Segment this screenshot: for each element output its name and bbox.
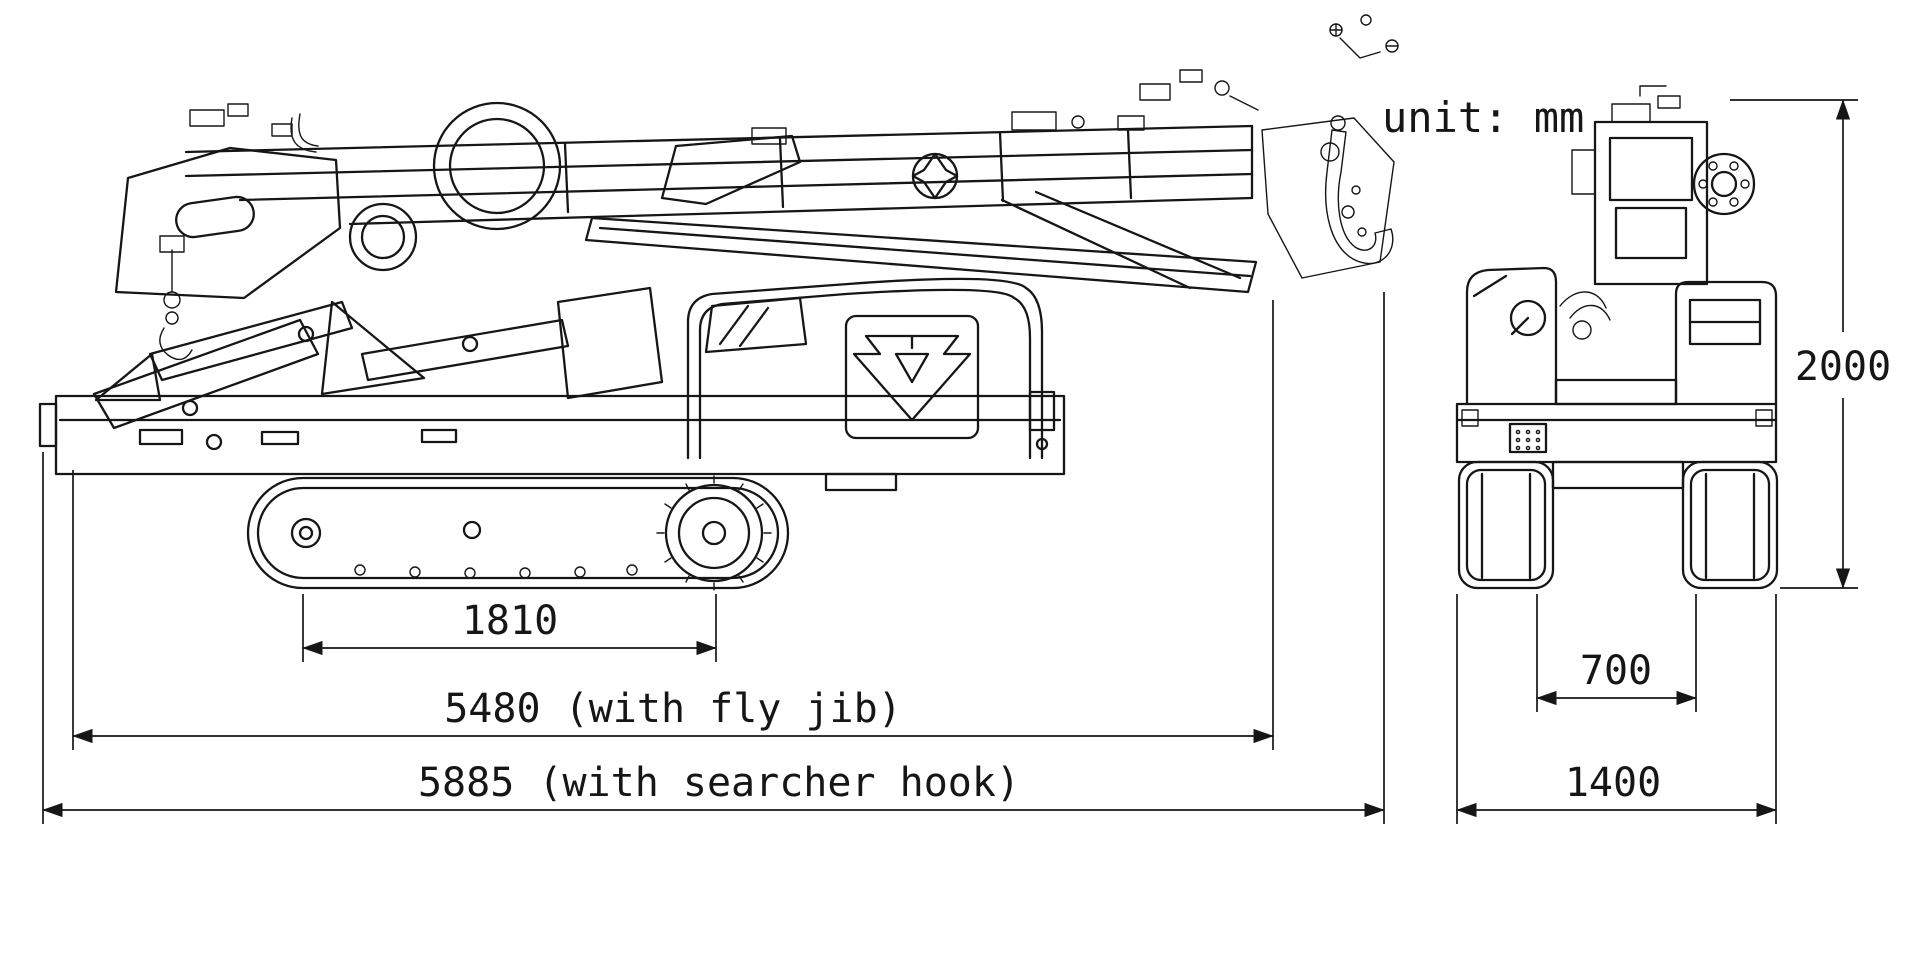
logo-panel xyxy=(844,314,980,440)
side-view-crane xyxy=(38,14,1399,591)
dim-label-length-fly-jib: 5480 (with fly jib) xyxy=(444,686,902,732)
crawler-tracks-front xyxy=(1457,460,1779,590)
dim-label-track-length: 1810 xyxy=(462,598,558,644)
unit-label: unit: mm xyxy=(1382,93,1584,142)
dim-label-overall-height: 2000 xyxy=(1795,344,1891,390)
hook-block-stowed xyxy=(159,235,193,361)
dimension-lines xyxy=(42,99,1858,824)
dim-label-length-searcher-hook: 5885 (with searcher hook) xyxy=(418,760,1020,806)
dim-label-track-gauge: 700 xyxy=(1580,648,1652,694)
dim-label-overall-width: 1400 xyxy=(1565,760,1661,806)
brand-emblem-icon xyxy=(852,334,972,422)
front-view-crane xyxy=(1455,85,1779,590)
crawler-track-side xyxy=(246,475,790,591)
